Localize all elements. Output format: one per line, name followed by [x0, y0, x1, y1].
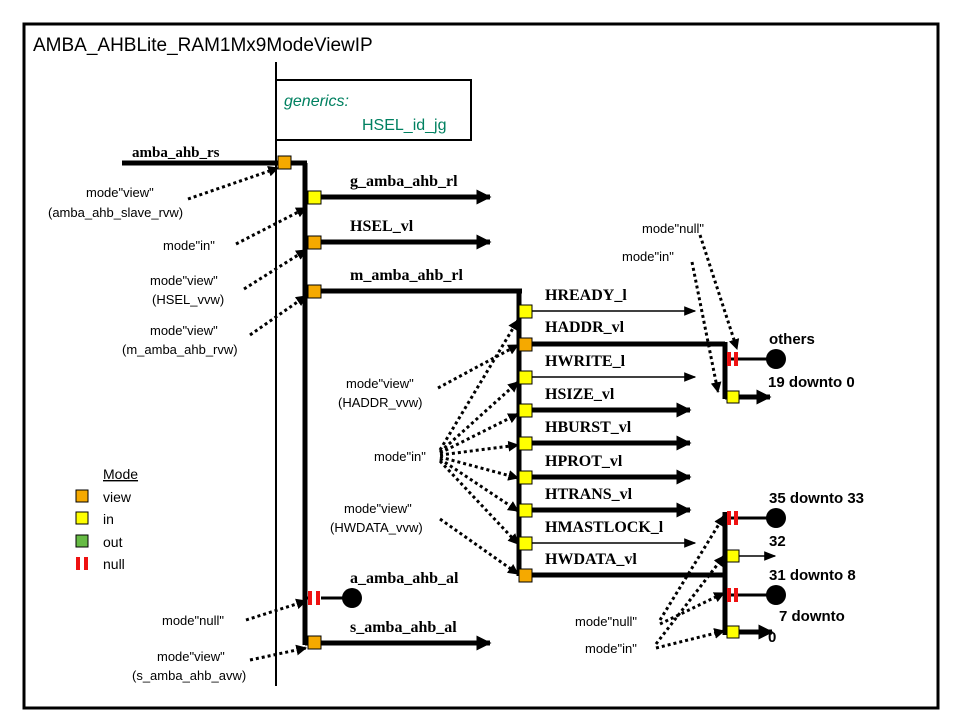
port-view: [518, 568, 533, 583]
note-text: (s_amba_ahb_avw): [132, 668, 246, 683]
haddr-null-terminator: [766, 349, 786, 369]
legend-item: view: [103, 489, 132, 505]
note-text: mode"view": [150, 323, 218, 338]
port-null-a: [308, 591, 321, 605]
mode-legend: Mode view in out null: [75, 466, 138, 572]
port-in: [518, 470, 533, 485]
legend-item: null: [103, 556, 125, 572]
field-label: HWDATA_vl: [545, 551, 637, 568]
note-text: mode"in": [374, 449, 426, 464]
input-signal-label: amba_ahb_rs: [132, 145, 220, 161]
g-output-label: g_amba_ahb_rl: [350, 173, 458, 190]
port-in: [518, 304, 533, 319]
field-label: HREADY_l: [545, 287, 627, 304]
hwdata-null-terminator-2: [766, 585, 786, 605]
note-text: (amba_ahb_slave_rvw): [48, 205, 183, 220]
annotation-arrows: [187, 166, 740, 662]
port-in-g: [307, 190, 322, 205]
haddr-range-label: 19 downto 0: [768, 374, 855, 391]
note-text: mode"null": [642, 221, 704, 236]
port-view-s: [307, 635, 322, 650]
note-text: mode"view": [150, 273, 218, 288]
field-label: HBURST_vl: [545, 419, 632, 436]
note-text: (HADDR_vvw): [338, 395, 423, 410]
note-text: mode"null": [575, 614, 637, 629]
field-label: HWRITE_l: [545, 353, 626, 370]
m-output-label: m_amba_ahb_rl: [350, 267, 463, 284]
legend-title: Mode: [103, 466, 138, 482]
note-text: mode"view": [344, 501, 412, 516]
port-null: [727, 588, 738, 602]
note-text: mode"view": [346, 376, 414, 391]
legend-item: in: [103, 511, 114, 527]
port-view-hsel: [307, 235, 322, 250]
field-label: HMASTLOCK_l: [545, 519, 664, 536]
field-label: HPROT_vl: [545, 453, 623, 470]
legend-swatch-in: [75, 511, 89, 525]
hwdata-null-terminator-1: [766, 508, 786, 528]
port-in: [726, 549, 740, 563]
legend-item: out: [103, 534, 123, 550]
generics-box: generics: HSEL_id_jg: [275, 79, 472, 141]
note-text: mode"null": [162, 613, 224, 628]
legend-swatch-view: [75, 489, 89, 503]
port-in: [518, 403, 533, 418]
legend-swatch-null: [76, 557, 88, 570]
note-text: (HSEL_vvw): [152, 292, 224, 307]
legend-swatch-out: [75, 534, 89, 548]
port-in: [518, 436, 533, 451]
field-label: HTRANS_vl: [545, 486, 633, 503]
note-text: mode"view": [157, 649, 225, 664]
port-null: [727, 511, 738, 525]
note-text: mode"in": [163, 238, 215, 253]
haddr-split: others 19 downto 0: [722, 331, 855, 405]
component-title: AMBA_AHBLite_RAM1Mx9ModeViewIP: [33, 35, 373, 56]
port-in: [726, 625, 740, 639]
hwdata-split: 35 downto 33 32 31 downto 8 7 downto 0: [722, 490, 864, 646]
hsel-output-label: HSEL_vl: [350, 218, 414, 235]
note-text: mode"view": [86, 185, 154, 200]
port-in: [518, 370, 533, 385]
s-output-label: s_amba_ahb_al: [350, 619, 457, 636]
port-view: [518, 337, 533, 352]
port-null: [727, 352, 738, 366]
hwdata-range-label: 32: [769, 533, 786, 550]
hwdata-range-label: 35 downto 33: [769, 490, 864, 507]
generics-label: generics:: [284, 93, 349, 110]
field-label: HADDR_vl: [545, 319, 625, 336]
hwdata-range-label: 31 downto 8: [769, 567, 856, 584]
note-text: mode"in": [585, 641, 637, 656]
generics-value: HSEL_id_jg: [362, 117, 447, 134]
note-text: (HWDATA_vvw): [330, 520, 423, 535]
a-output-label: a_amba_ahb_al: [350, 570, 459, 587]
note-text: (m_amba_ahb_rvw): [122, 342, 238, 357]
m-fields: HREADY_l HADDR_vl HWRITE_l HSIZE_vl HBUR…: [518, 287, 725, 583]
port-view-input: [277, 155, 292, 170]
port-in: [518, 503, 533, 518]
field-label: HSIZE_vl: [545, 386, 615, 403]
port-view-m: [307, 284, 322, 299]
haddr-others-label: others: [769, 331, 815, 348]
note-text: mode"in": [622, 249, 674, 264]
hwdata-range-label: 0: [768, 629, 776, 646]
port-in: [518, 536, 533, 551]
annotation-notes: mode"view" (amba_ahb_slave_rvw) mode"in"…: [48, 185, 704, 683]
hwdata-range-label: 7 downto: [779, 608, 845, 625]
port-in: [726, 390, 740, 404]
a-null-terminator: [342, 588, 362, 608]
